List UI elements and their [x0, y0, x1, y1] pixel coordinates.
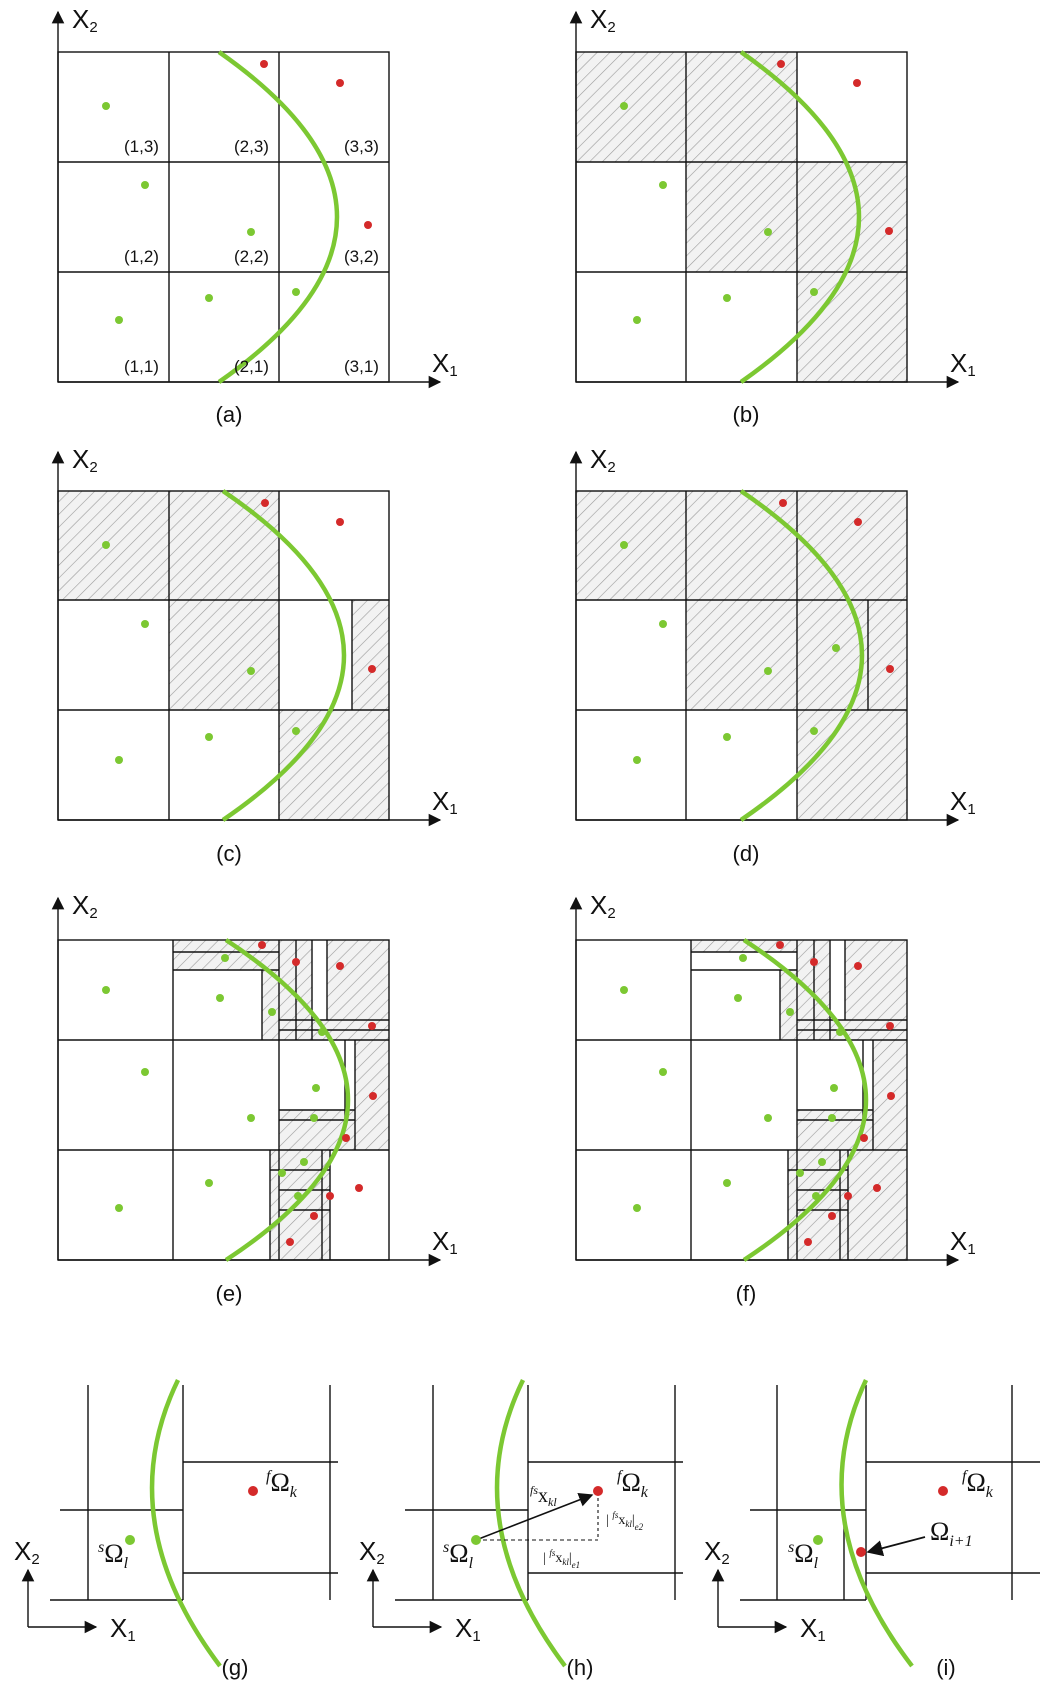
cell-label-2-1: (2,1)	[234, 357, 269, 376]
panel-e-x-label: X1	[432, 1226, 458, 1258]
panel-f-caption: (f)	[736, 1281, 757, 1306]
panel-a: X2 X1 (1,3) (2,3) (3,3) (1,2) (2,2) (3,2…	[51, 4, 458, 427]
panel-h-caption: (h)	[567, 1655, 594, 1680]
cell-label-3-3: (3,3)	[344, 137, 379, 156]
panel-g-x-label: X1	[110, 1613, 136, 1645]
panel-h-component-e2: | fsxkl|e2	[606, 1510, 644, 1532]
panel-i-fluid-point-next	[856, 1547, 866, 1557]
panel-c-interface-curve	[221, 489, 347, 822]
panel-i-s-omega-l: sΩl	[788, 1539, 819, 1572]
panel-a-x-label: X1	[432, 348, 458, 380]
panel-g-caption: (g)	[222, 1655, 249, 1680]
panel-i-solid-point	[813, 1535, 823, 1545]
cell-label-2-3: (2,3)	[234, 137, 269, 156]
panel-g-fluid-point	[248, 1486, 258, 1496]
panel-a-caption: (a)	[216, 402, 243, 427]
cell-label-2-2: (2,2)	[234, 247, 269, 266]
panel-b-caption: (b)	[733, 402, 760, 427]
panel-h-grid	[395, 1385, 683, 1601]
panel-b-interface-curve	[739, 50, 862, 384]
panel-h-displacement-arrow	[475, 1492, 594, 1541]
panel-h-solid-point	[471, 1535, 481, 1545]
panel-d-hatched-cells	[576, 491, 907, 600]
panel-c-points	[102, 499, 376, 764]
panel-i-omega-i-plus-1: Ωi+1	[930, 1517, 973, 1550]
panel-g: fΩk sΩl X2 X1 (g)	[14, 1379, 338, 1680]
panel-h-f-omega-k: fΩk	[617, 1468, 649, 1501]
panel-h-fs-x-kl: fsxkl	[530, 1483, 557, 1509]
panel-d: X2 X1 (d)	[569, 444, 976, 866]
panel-g-y-label: X2	[14, 1536, 40, 1568]
panel-b-y-label: X2	[590, 4, 616, 36]
panel-i-x-label: X1	[800, 1613, 826, 1645]
panel-h-x-label: X1	[455, 1613, 481, 1645]
panel-c: X2 X1 (c)	[51, 444, 458, 866]
panel-f-interface-curve	[742, 938, 869, 1262]
cell-label-1-3: (1,3)	[124, 137, 159, 156]
panel-i-grid	[740, 1385, 1040, 1601]
panel-d-interface-curve	[739, 489, 865, 822]
panel-h-interface-curve	[494, 1379, 567, 1668]
panel-h-s-omega-l: sΩl	[443, 1539, 474, 1572]
panel-h: fsxkl fΩk | fsxkl|e2 | fsxkl|e1 sΩl X2 X…	[359, 1379, 683, 1680]
cell-label-3-2: (3,2)	[344, 247, 379, 266]
panel-e-caption: (e)	[216, 1281, 243, 1306]
panel-a-interface-curve	[217, 50, 340, 384]
panel-i-f-omega-k: fΩk	[962, 1468, 994, 1501]
panel-i-interface-curve	[839, 1379, 914, 1668]
panel-d-y-label: X2	[590, 444, 616, 476]
panel-i-pointer-arrow	[866, 1536, 926, 1557]
panel-g-s-omega-l: sΩl	[98, 1539, 129, 1572]
cell-label-1-1: (1,1)	[124, 357, 159, 376]
panel-b: X2 X1 (b)	[569, 4, 976, 427]
panel-e-interface-curve	[224, 938, 351, 1262]
panel-a-grid	[57, 51, 390, 383]
panel-d-caption: (d)	[733, 841, 760, 866]
panel-g-interface-curve	[149, 1379, 222, 1668]
panel-e-y-label: X2	[72, 890, 98, 922]
panel-g-solid-point	[125, 1535, 135, 1545]
panel-e: X2 X1 (e)	[51, 890, 458, 1306]
panel-b-x-label: X1	[950, 348, 976, 380]
panel-i-y-label: X2	[704, 1536, 730, 1568]
panel-f-y-label: X2	[590, 890, 616, 922]
panel-b-points	[620, 60, 893, 324]
panel-i-caption: (i)	[936, 1655, 956, 1680]
panel-h-fluid-point	[593, 1486, 603, 1496]
panel-g-grid	[50, 1385, 338, 1601]
panel-f-hatched-cells	[691, 940, 907, 1260]
panel-d-points	[620, 499, 894, 764]
cell-label-1-2: (1,2)	[124, 247, 159, 266]
panel-e-points	[102, 941, 377, 1246]
panel-e-hatched-cells	[173, 940, 389, 1260]
panel-a-points	[102, 60, 372, 324]
panel-f-points	[620, 941, 895, 1246]
panel-c-x-label: X1	[432, 786, 458, 818]
panel-f: X2 X1 (f)	[569, 890, 976, 1306]
panel-h-y-label: X2	[359, 1536, 385, 1568]
panel-c-caption: (c)	[216, 841, 242, 866]
panel-f-x-label: X1	[950, 1226, 976, 1258]
panel-g-f-omega-k: fΩk	[266, 1468, 298, 1501]
cell-label-3-1: (3,1)	[344, 357, 379, 376]
panel-i-fluid-point-k	[938, 1486, 948, 1496]
panel-c-y-label: X2	[72, 444, 98, 476]
panel-d-x-label: X1	[950, 786, 976, 818]
panel-h-component-e1: | fsxkl|e1	[543, 1548, 580, 1570]
panel-i: fΩk Ωi+1 sΩl X2 X1 (i)	[704, 1379, 1040, 1680]
panel-a-y-label: X2	[72, 4, 98, 36]
